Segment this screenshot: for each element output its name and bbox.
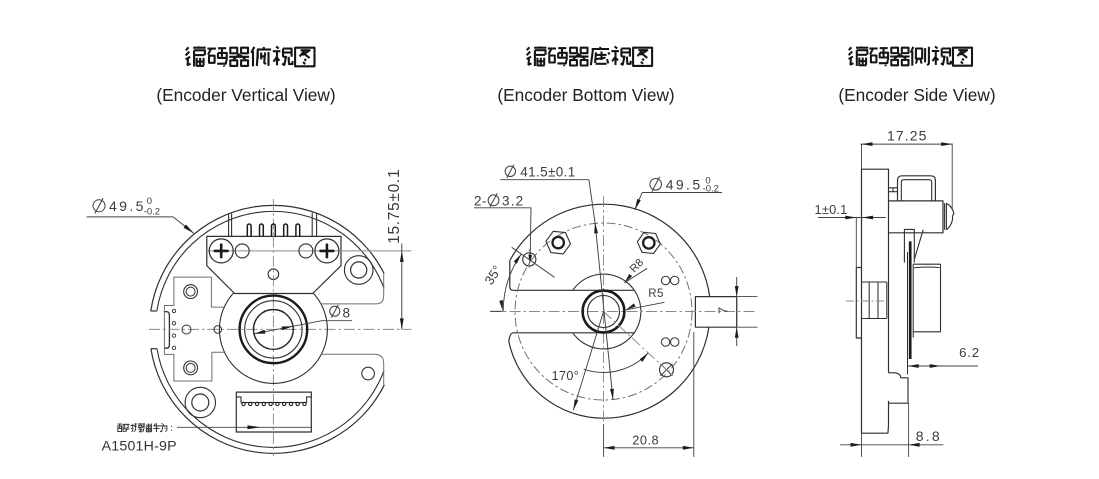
svg-text:170°: 170°	[552, 369, 580, 383]
svg-text:(Encoder Side View): (Encoder Side View)	[838, 85, 995, 105]
svg-text:0: 0	[147, 196, 152, 207]
svg-text:41.5±0.1: 41.5±0.1	[520, 165, 575, 180]
svg-text:49.5: 49.5	[666, 177, 703, 193]
svg-text:2-: 2-	[474, 194, 487, 209]
svg-text:49.5: 49.5	[109, 198, 146, 214]
svg-text:R5: R5	[648, 288, 664, 300]
svg-text:-0.2: -0.2	[144, 207, 160, 218]
svg-text:A1501H-9P: A1501H-9P	[102, 438, 177, 454]
svg-text:(Encoder Bottom View): (Encoder Bottom View)	[497, 85, 674, 105]
svg-text:15.75±0.1: 15.75±0.1	[386, 169, 403, 244]
svg-text:1±0.1: 1±0.1	[815, 202, 848, 217]
svg-text:17.25: 17.25	[887, 128, 928, 144]
svg-text:(Encoder Vertical View): (Encoder Vertical View)	[156, 85, 335, 105]
svg-text:-0.2: -0.2	[703, 183, 719, 194]
svg-text:0: 0	[705, 176, 710, 187]
svg-text:3.2: 3.2	[502, 194, 524, 209]
svg-text:8: 8	[343, 306, 351, 321]
svg-text:6.2: 6.2	[959, 345, 980, 360]
svg-text:20.8: 20.8	[632, 432, 659, 447]
svg-text:8.8: 8.8	[916, 428, 942, 444]
svg-text:7: 7	[716, 307, 731, 314]
